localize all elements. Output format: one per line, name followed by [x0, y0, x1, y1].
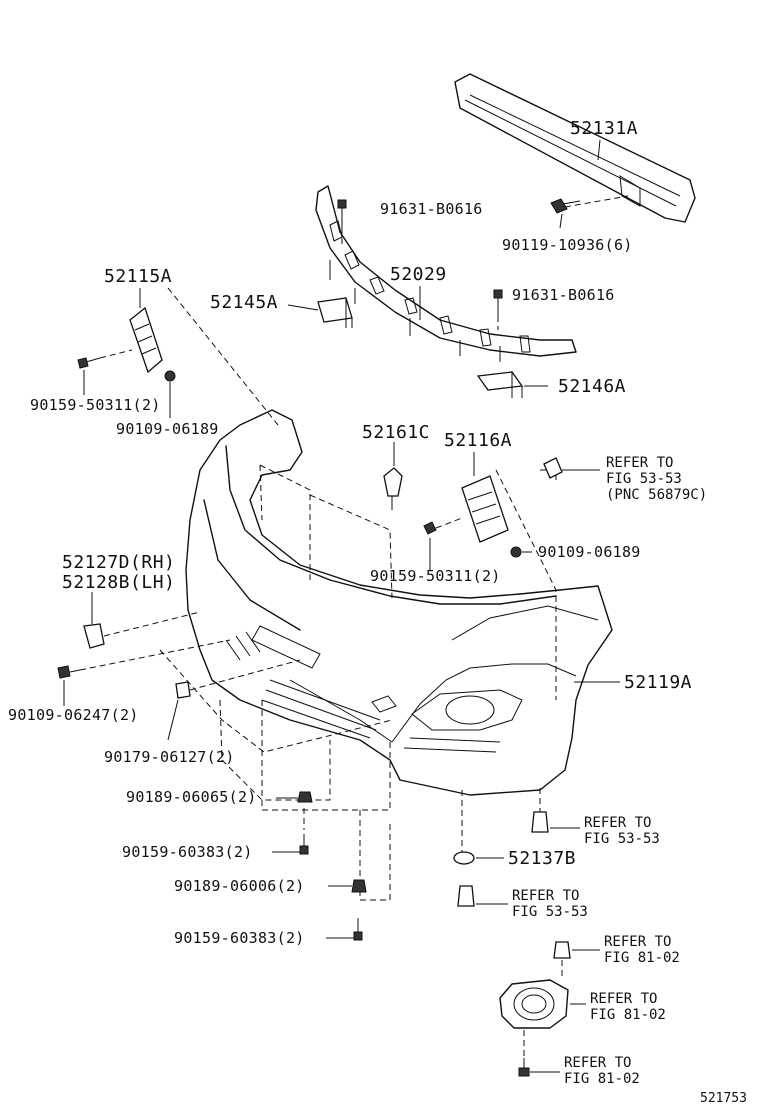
bracket-52146A[interactable]: [476, 371, 524, 398]
screw-90109-06247[interactable]: [57, 665, 81, 679]
dash-lower-mid: [219, 699, 331, 801]
dash-90179: [189, 659, 301, 691]
part-label-90159-60383-a[interactable]: 90159-60383(2): [122, 843, 253, 861]
refer-to-fig-81-02-a[interactable]: REFER TO FIG 81-02: [604, 934, 680, 966]
dash-90109-06247: [79, 639, 231, 671]
part-label-91631-top[interactable]: 91631-B0616: [380, 200, 483, 218]
part-label-90159-60383-b[interactable]: 90159-60383(2): [174, 929, 305, 947]
part-label-52145A[interactable]: 52145A: [210, 292, 279, 313]
dash-lower-right: [261, 700, 391, 811]
clip-ref-b2[interactable]: [457, 885, 475, 907]
part-label-52161C[interactable]: 52161C: [362, 422, 431, 443]
fig-ref-text: FIG 81-02: [604, 950, 680, 966]
nut-90189-06006[interactable]: [351, 879, 367, 893]
dash-lower-fasteners: [303, 808, 391, 901]
part-label-90179[interactable]: 90179-06127(2): [104, 748, 235, 766]
bracket-52127D[interactable]: [83, 623, 105, 649]
leader-90179: [167, 699, 179, 741]
dash-52127D: [103, 611, 201, 637]
part-label-52128B[interactable]: 52128B(LH): [62, 572, 176, 593]
dash-52116A: [495, 469, 557, 700]
part-label-52137B[interactable]: 52137B: [508, 848, 577, 869]
bolt-91631-top[interactable]: [337, 199, 347, 228]
part-label-90159-center[interactable]: 90159-50311(2): [370, 567, 501, 585]
bolt-90159-60383-a[interactable]: [299, 834, 309, 855]
refer-to-fig-53-53-b[interactable]: REFER TO FIG 53-53: [512, 888, 588, 920]
bolt-90119[interactable]: [550, 198, 581, 214]
nut-90179[interactable]: [175, 681, 191, 699]
refer-to-text: REFER TO: [512, 888, 580, 904]
fig-ref-text: FIG 81-02: [590, 1007, 666, 1023]
bracket-52116A[interactable]: [461, 475, 509, 543]
retainer-part[interactable]: [315, 185, 577, 362]
refer-to-fig-81-02-c[interactable]: REFER TO FIG 81-02: [564, 1055, 640, 1087]
part-label-52119A[interactable]: 52119A: [624, 672, 693, 693]
refer-to-fig-81-02-b[interactable]: REFER TO FIG 81-02: [590, 991, 666, 1023]
clip-ref-b3[interactable]: [553, 941, 571, 959]
screw-90159-center[interactable]: [423, 521, 437, 535]
part-label-90109-left[interactable]: 90109-06189: [116, 420, 219, 438]
part-label-90119[interactable]: 90119-10936(6): [502, 236, 633, 254]
refer-to-text: REFER TO: [604, 934, 672, 950]
dash-90159-center: [435, 517, 463, 529]
clip-52161C[interactable]: [383, 467, 403, 510]
nut-90189-06065[interactable]: [297, 791, 313, 803]
grommet-52137B[interactable]: [453, 851, 475, 865]
bolt-91631-mid[interactable]: [493, 289, 503, 316]
dash-lower-left: [159, 649, 393, 753]
refer-to-text: REFER TO: [564, 1055, 632, 1071]
clip-90109-left[interactable]: [164, 370, 176, 382]
part-label-52116A[interactable]: 52116A: [444, 430, 513, 451]
leader-90119: [559, 213, 563, 229]
part-label-52115A[interactable]: 52115A: [104, 266, 173, 287]
bracket-52145A[interactable]: [317, 297, 353, 328]
refer-to-text: REFER TO: [590, 991, 658, 1007]
bracket-52115A[interactable]: [129, 306, 163, 374]
dash-90159-left: [99, 349, 133, 359]
part-label-52029[interactable]: 52029: [390, 264, 447, 285]
dash-52161C: [309, 494, 393, 599]
figure-number: 521753: [700, 1091, 747, 1106]
pnc-ref-text: (PNC 56879C): [606, 487, 708, 503]
part-label-90109-06247[interactable]: 90109-06247(2): [8, 706, 139, 724]
refer-to-fig-53-53-pnc[interactable]: REFER TO FIG 53-53 (PNC 56879C): [606, 455, 707, 503]
clip-ref-b1[interactable]: [531, 811, 549, 833]
fig-ref-text: FIG 53-53: [606, 471, 682, 487]
screw-90159-left[interactable]: [77, 357, 101, 369]
part-label-90159-left[interactable]: 90159-50311(2): [30, 396, 161, 414]
bolt-90159-60383-b[interactable]: [353, 918, 363, 941]
dash-90119: [564, 195, 629, 208]
refer-to-text: REFER TO: [584, 815, 652, 831]
bumper-cover[interactable]: [185, 409, 613, 796]
part-label-91631-mid[interactable]: 91631-B0616: [512, 286, 615, 304]
leader-52131A: [597, 139, 601, 161]
leader-52145A: [287, 304, 319, 311]
part-label-52131A[interactable]: 52131A: [570, 118, 639, 139]
dash-cover-left: [259, 464, 311, 580]
refer-to-text: REFER TO: [606, 455, 674, 471]
part-label-90189-06065[interactable]: 90189-06065(2): [126, 788, 257, 806]
clip-90109-right[interactable]: [510, 546, 522, 558]
fig-ref-text: FIG 53-53: [584, 831, 660, 847]
fig-ref-text: FIG 53-53: [512, 904, 588, 920]
part-label-52127D[interactable]: 52127D(RH): [62, 552, 176, 573]
part-label-90189-06006[interactable]: 90189-06006(2): [174, 877, 305, 895]
fog-lamp[interactable]: [499, 979, 569, 1029]
refer-to-fig-53-53-a[interactable]: REFER TO FIG 53-53: [584, 815, 660, 847]
part-label-90109-right[interactable]: 90109-06189: [538, 543, 641, 561]
part-label-52146A[interactable]: 52146A: [558, 376, 627, 397]
clip-ref-top[interactable]: [543, 457, 563, 479]
fig-ref-text: FIG 81-02: [564, 1071, 640, 1087]
screw-ref-b5[interactable]: [518, 1058, 530, 1077]
reinforcement-part[interactable]: [454, 73, 696, 223]
